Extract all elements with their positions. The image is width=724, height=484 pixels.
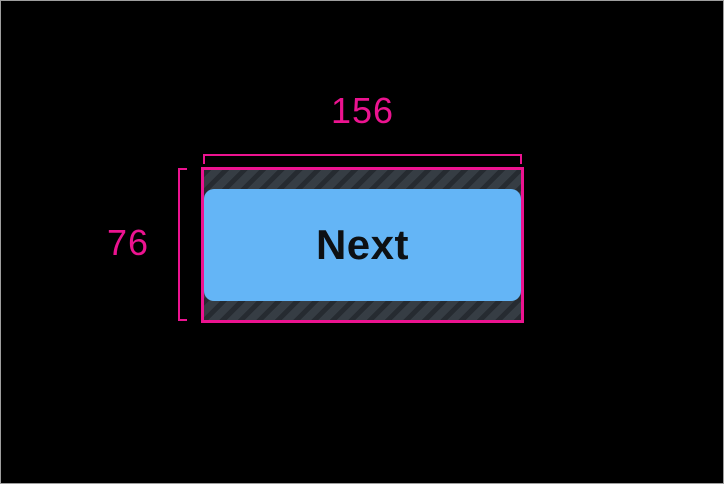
measured-bounds-padding-highlight: Next xyxy=(201,167,524,323)
height-measure-bracket xyxy=(178,168,187,321)
next-button-label: Next xyxy=(315,221,410,268)
width-measure-bracket xyxy=(203,154,522,164)
next-button[interactable]: Next xyxy=(204,189,521,301)
width-dimension-label: 156 xyxy=(330,90,395,131)
height-dimension-label: 76 xyxy=(106,222,150,263)
